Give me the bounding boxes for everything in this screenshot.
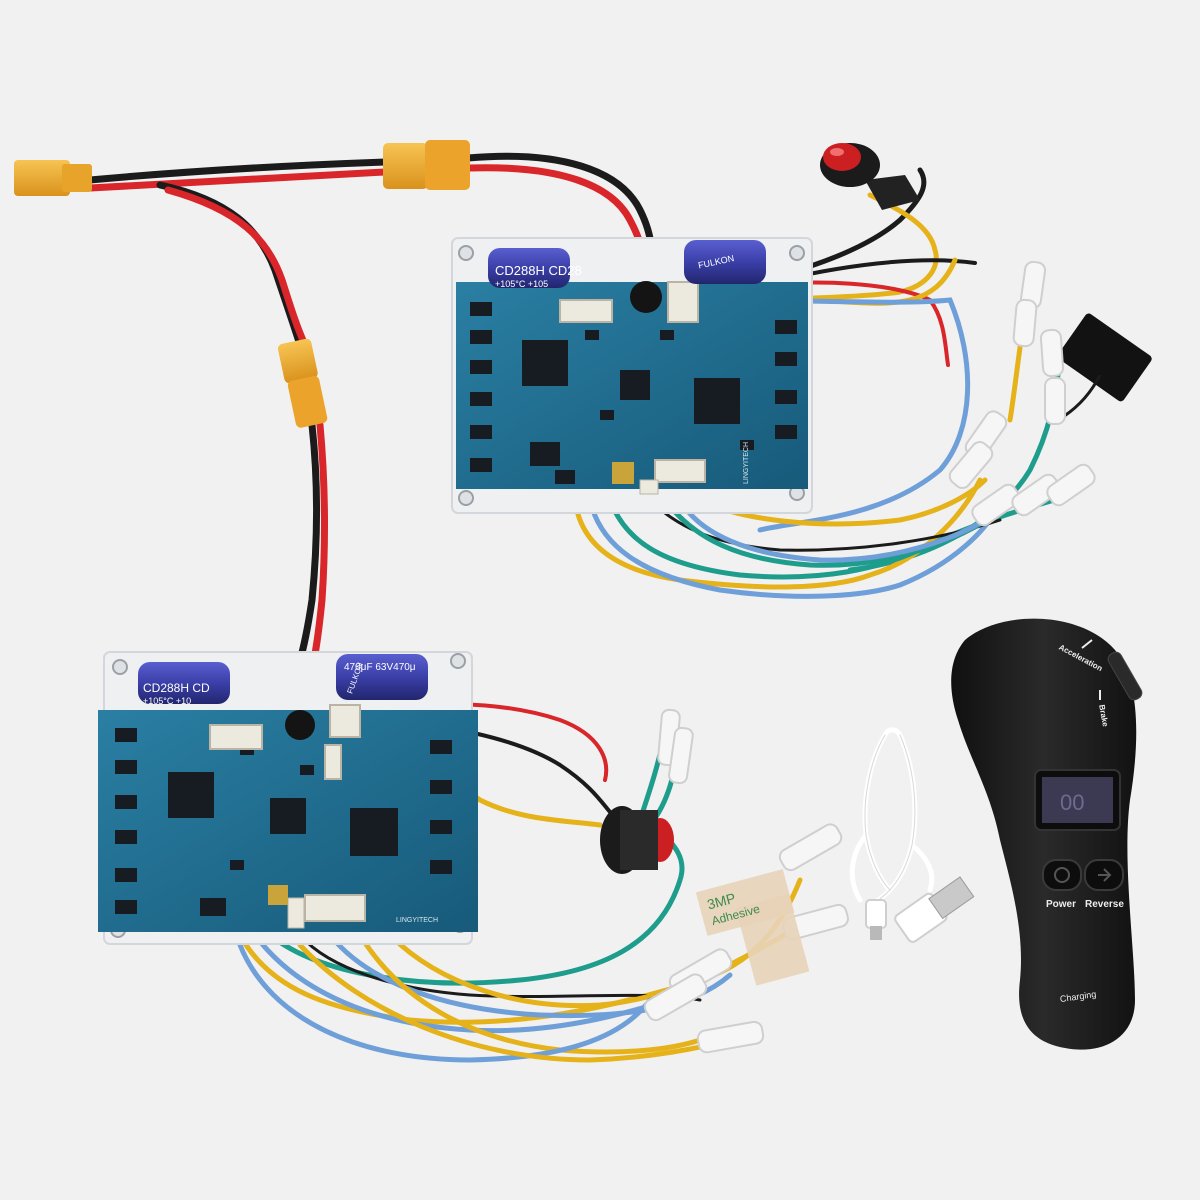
top-switch-button (820, 143, 920, 210)
bottom-controller-board: CD288H CD +105°C +10 470μF 63V470μ FULKO… (98, 651, 478, 945)
top-board-silkscreen: LINGYITECH (743, 442, 750, 484)
xt60-connector-middle (383, 140, 470, 190)
remote-label-brake: Brake (1097, 704, 1110, 728)
xt60-connector-lower (277, 338, 328, 428)
bottom-cap-left-text-1: CD288H CD (143, 681, 210, 695)
remote-display: 00 (1060, 790, 1084, 815)
remote-label-reverse: Reverse (1085, 899, 1124, 910)
remote-control: 00 Power Reverse Charging Acceleration B… (951, 618, 1143, 1050)
usb-a-plug (894, 876, 975, 943)
reverse-icon (1098, 868, 1112, 882)
top-cap-left-text-1: CD288H CD28 (495, 263, 582, 278)
remote-label-power: Power (1046, 899, 1076, 910)
top-terminals (948, 260, 1096, 527)
top-controller-board: CD288H CD28 +105°C +105 FULKON LINGYITEC… (451, 237, 813, 514)
bottom-board-silkscreen: LINGYITECH (396, 917, 438, 924)
acceleration-arrow-icon (1081, 639, 1093, 649)
bottom-terminals (643, 708, 849, 1054)
micro-usb-plug (865, 899, 887, 940)
bottom-cap-right-text: 470μF 63V470μ (344, 662, 416, 673)
xt60-connector-left (14, 160, 92, 196)
usb-cable (849, 727, 935, 908)
adhesive-tape: 3MP Adhesive (695, 869, 810, 986)
bottom-switch-button (600, 806, 674, 874)
top-cap-left-text-2: +105°C +105 (495, 279, 548, 289)
power-icon (1054, 867, 1070, 883)
tape-text-1: 3MP (705, 890, 737, 913)
bottom-cap-left-text-2: +105°C +10 (143, 696, 191, 706)
